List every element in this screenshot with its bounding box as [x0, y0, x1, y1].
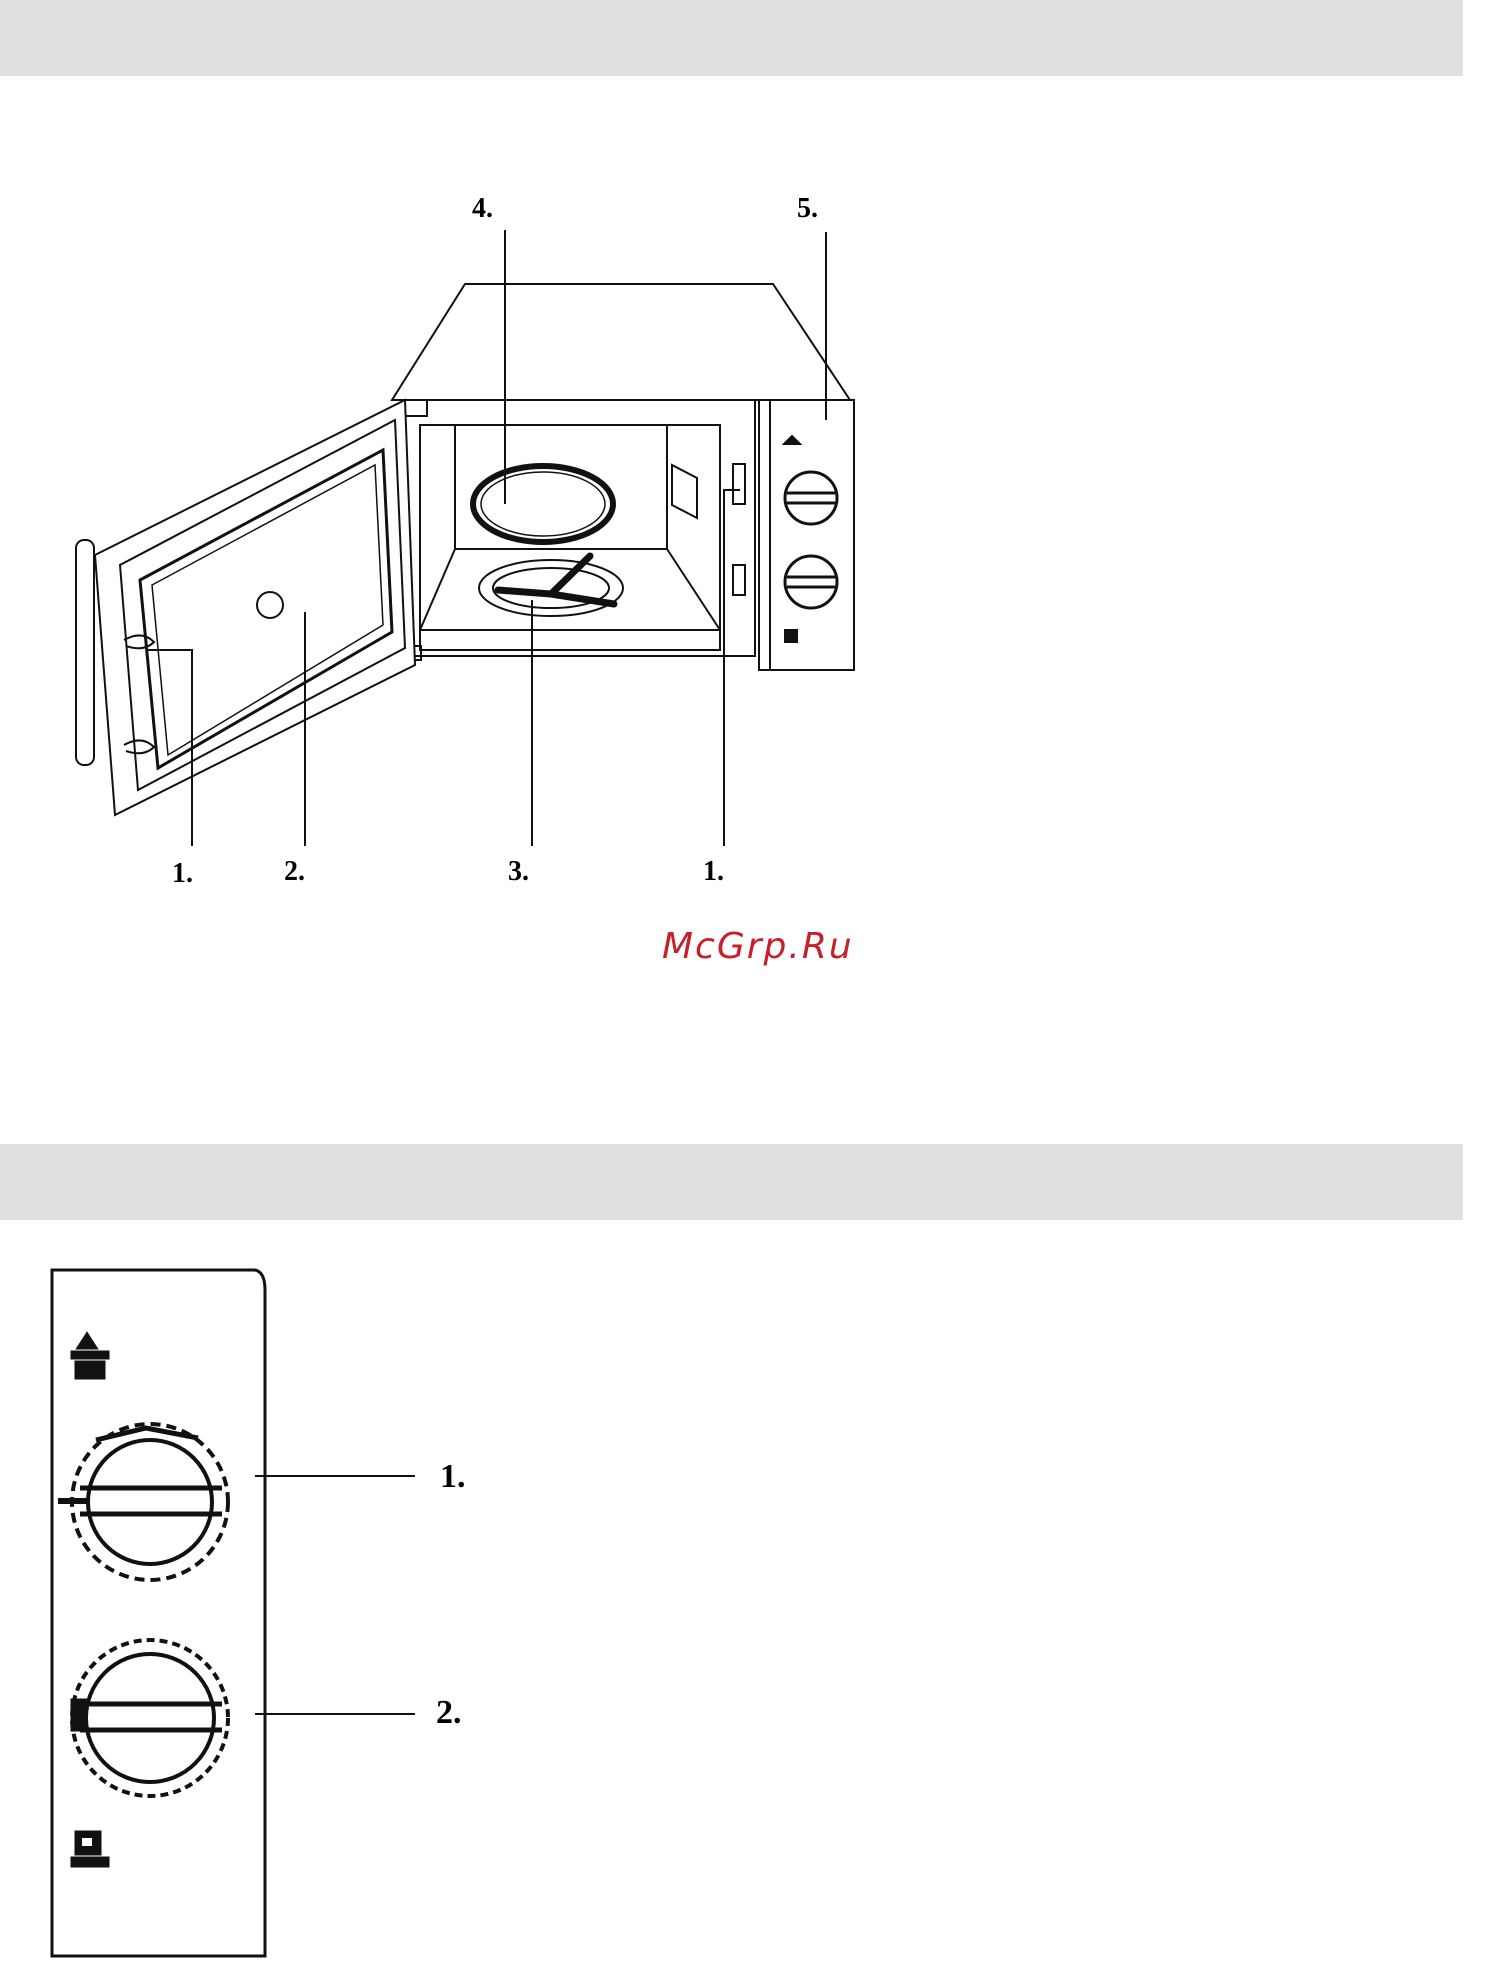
power-level-icon — [72, 1334, 108, 1378]
callout-door-latch-right: 1. — [703, 856, 724, 887]
timer-knob — [72, 1640, 228, 1796]
power-knob — [58, 1424, 228, 1580]
panel-timer-icon — [785, 630, 797, 642]
callout-turntable-ring: 3. — [508, 856, 529, 887]
control-panel-part — [759, 400, 854, 670]
callout-power-knob: 1. — [440, 1458, 466, 1495]
door-handle — [76, 540, 94, 765]
callout-door-latch-left: 1. — [172, 858, 193, 889]
callout-timer-knob: 2. — [436, 1694, 462, 1731]
callout-door-window: 2. — [284, 856, 305, 887]
watermark: McGrp.Ru — [662, 926, 854, 967]
timer-icon — [72, 1832, 108, 1866]
cabinet-top — [392, 284, 850, 400]
callout-control-panel: 5. — [797, 193, 818, 224]
control-panel-diagram — [52, 1270, 415, 1956]
microwave-open-diagram — [76, 230, 854, 846]
callout-turntable-plate: 4. — [472, 193, 493, 224]
